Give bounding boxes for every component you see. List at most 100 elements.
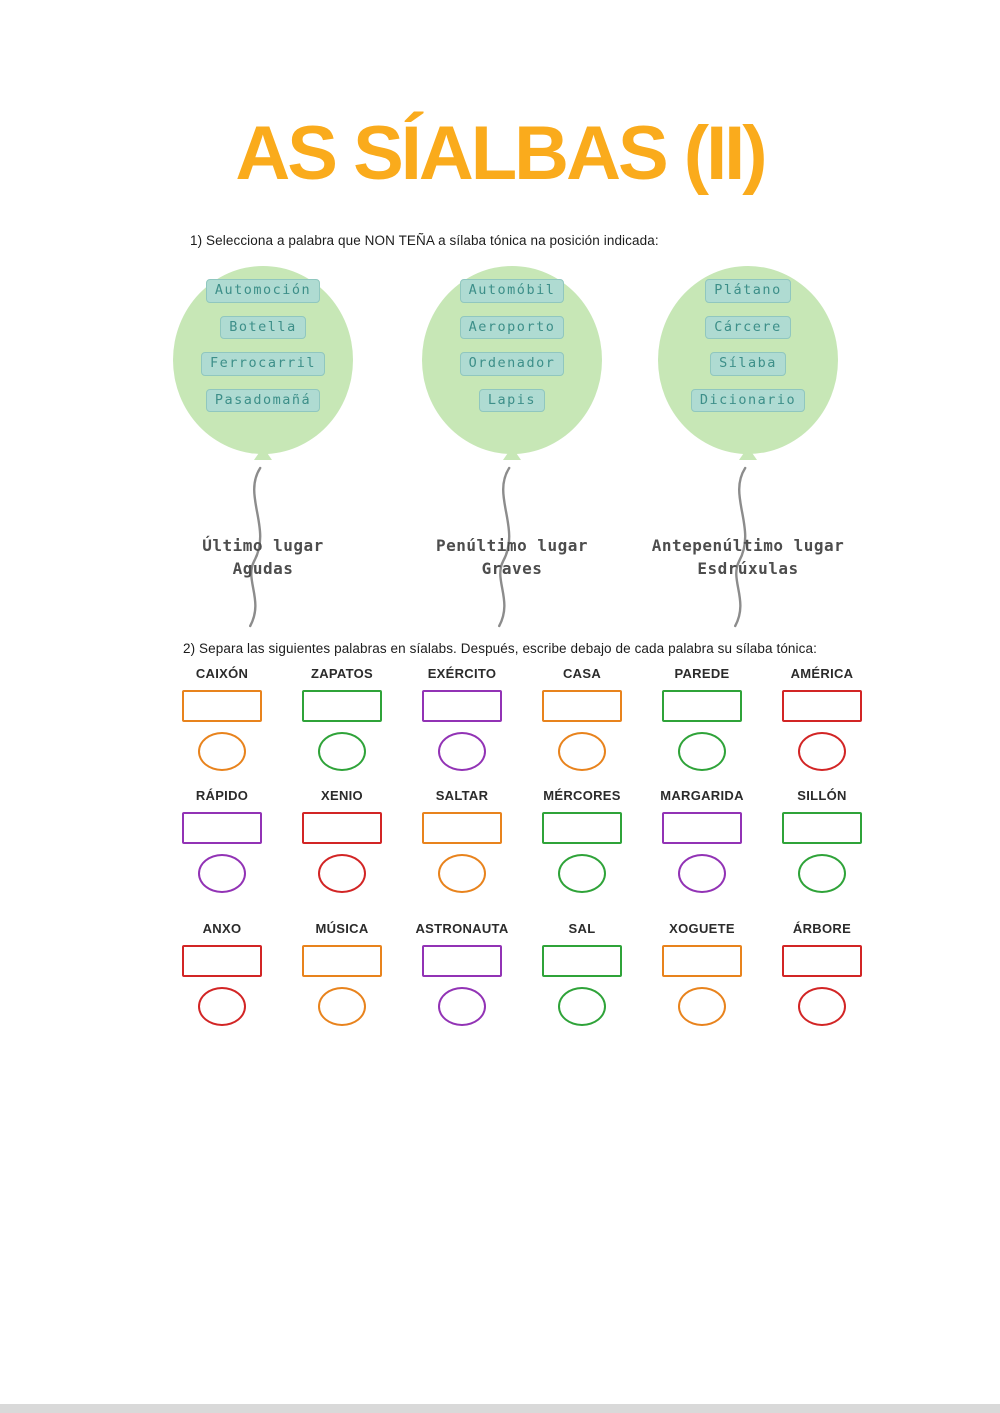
syllable-cell: SALTAR	[402, 788, 522, 893]
tonic-syllable-circle[interactable]	[558, 987, 606, 1026]
word-label: CASA	[562, 666, 602, 681]
caption-type-line: Agudas	[232, 559, 294, 579]
tonic-syllable-circle[interactable]	[798, 854, 846, 893]
balloon: Automóbil Aeroporto Ordenador Lapis	[422, 266, 602, 454]
word-label: MÚSICA	[315, 921, 369, 936]
word-option[interactable]: Automoción	[205, 279, 321, 303]
balloon-group-graves: Automóbil Aeroporto Ordenador Lapis Penú…	[387, 266, 637, 636]
word-label: ASTRONAUTA	[415, 921, 509, 936]
word-label: ZAPATOS	[310, 666, 374, 681]
tonic-syllable-circle[interactable]	[318, 987, 366, 1026]
tonic-syllable-circle[interactable]	[198, 732, 246, 771]
word-label: AMÉRICA	[790, 666, 854, 681]
word-option[interactable]: Botella	[220, 315, 306, 340]
word-label: RÁPIDO	[195, 788, 249, 803]
word-option[interactable]: Sílaba	[710, 352, 786, 376]
word-option[interactable]: Aeroporto	[459, 315, 565, 340]
balloon-group-agudas: Automoción Botella Ferrocarril Pasadomañ…	[138, 266, 388, 636]
syllables-input-box[interactable]	[662, 812, 742, 844]
syllables-input-box[interactable]	[422, 812, 502, 844]
word-grid-row: ANXO MÚSICA ASTRONAUTA SAL XOGUETE ÁRBOR…	[162, 921, 882, 1026]
syllables-input-box[interactable]	[182, 690, 262, 722]
worksheet-title: AS SÍALBAS (II)	[235, 111, 767, 196]
tonic-syllable-circle[interactable]	[558, 854, 606, 893]
syllable-cell: EXÉRCITO	[402, 666, 522, 771]
balloon-caption: Penúltimo lugar Graves	[387, 534, 637, 580]
syllables-input-box[interactable]	[302, 812, 382, 844]
syllable-cell: CASA	[522, 666, 642, 771]
tonic-syllable-circle[interactable]	[438, 987, 486, 1026]
scan-edge-bottom	[0, 1404, 1000, 1413]
syllables-input-box[interactable]	[422, 945, 502, 977]
syllables-input-box[interactable]	[782, 945, 862, 977]
syllable-cell: CAIXÓN	[162, 666, 282, 771]
word-option[interactable]: Ordenador	[459, 352, 565, 376]
word-label: ANXO	[202, 921, 242, 936]
syllables-input-box[interactable]	[782, 812, 862, 844]
word-label: ÁRBORE	[792, 921, 852, 936]
tonic-syllable-circle[interactable]	[798, 732, 846, 771]
syllable-cell: XOGUETE	[642, 921, 762, 1026]
word-option[interactable]: Dicionario	[690, 388, 806, 413]
word-label: CAIXÓN	[195, 666, 249, 681]
word-grid-row: RÁPIDO XENIO SALTAR MÉRCORES MARGARIDA S…	[162, 788, 882, 893]
balloon-caption: Último lugar Agudas	[138, 534, 388, 580]
tonic-syllable-circle[interactable]	[318, 854, 366, 893]
tonic-syllable-circle[interactable]	[318, 732, 366, 771]
syllable-cell: PAREDE	[642, 666, 762, 771]
syllables-input-box[interactable]	[662, 945, 742, 977]
syllables-input-box[interactable]	[182, 945, 262, 977]
word-option[interactable]: Pasadomañá	[205, 388, 321, 413]
word-option[interactable]: Ferrocarril	[201, 352, 325, 376]
syllables-input-box[interactable]	[302, 690, 382, 722]
syllables-input-box[interactable]	[182, 812, 262, 844]
word-option[interactable]: Lapis	[478, 388, 546, 413]
caption-type-line: Graves	[481, 559, 543, 579]
syllable-cell: SILLÓN	[762, 788, 882, 893]
caption-position-line: Último lugar	[202, 536, 324, 555]
word-option[interactable]: Automóbil	[459, 279, 565, 303]
word-label: MARGARIDA	[660, 788, 744, 803]
syllables-input-box[interactable]	[542, 690, 622, 722]
balloon: Automoción Botella Ferrocarril Pasadomañ…	[173, 266, 353, 454]
syllable-cell: XENIO	[282, 788, 402, 893]
word-label: SILLÓN	[797, 788, 847, 803]
word-label: XOGUETE	[669, 921, 735, 936]
word-grid-row: CAIXÓN ZAPATOS EXÉRCITO CASA PAREDE AMÉR…	[162, 666, 882, 771]
tonic-syllable-circle[interactable]	[678, 987, 726, 1026]
word-label: SALTAR	[435, 788, 489, 803]
tonic-syllable-circle[interactable]	[198, 854, 246, 893]
syllables-input-box[interactable]	[422, 690, 502, 722]
tonic-syllable-circle[interactable]	[438, 732, 486, 771]
syllables-input-box[interactable]	[542, 945, 622, 977]
caption-position-line: Penúltimo lugar	[436, 536, 588, 555]
tonic-syllable-circle[interactable]	[558, 732, 606, 771]
syllable-cell: AMÉRICA	[762, 666, 882, 771]
caption-position-line: Antepenúltimo lugar	[651, 536, 845, 555]
word-option[interactable]: Cárcere	[705, 315, 791, 340]
syllables-input-box[interactable]	[662, 690, 742, 722]
exercise1-instruction: 1) Selecciona a palabra que NON TEÑA a s…	[190, 233, 659, 248]
syllables-input-box[interactable]	[302, 945, 382, 977]
tonic-syllable-circle[interactable]	[678, 854, 726, 893]
tonic-syllable-circle[interactable]	[438, 854, 486, 893]
exercise2-instruction: 2) Separa las siguientes palabras en sía…	[183, 641, 817, 656]
balloon-caption: Antepenúltimo lugar Esdrúxulas	[623, 534, 873, 580]
tonic-syllable-circle[interactable]	[198, 987, 246, 1026]
tonic-syllable-circle[interactable]	[798, 987, 846, 1026]
syllable-cell: ÁRBORE	[762, 921, 882, 1026]
word-label: SAL	[568, 921, 596, 936]
tonic-syllable-circle[interactable]	[678, 732, 726, 771]
balloon-string	[248, 466, 262, 628]
syllable-cell: ASTRONAUTA	[402, 921, 522, 1026]
syllables-input-box[interactable]	[542, 812, 622, 844]
word-label: EXÉRCITO	[427, 666, 497, 681]
balloon: Plátano Cárcere Sílaba Dicionario	[658, 266, 838, 454]
word-label: XENIO	[321, 788, 363, 803]
syllable-cell: MÉRCORES	[522, 788, 642, 893]
word-option[interactable]: Plátano	[705, 279, 791, 303]
syllables-input-box[interactable]	[782, 690, 862, 722]
syllable-cell: ANXO	[162, 921, 282, 1026]
balloon-group-esdruxulas: Plátano Cárcere Sílaba Dicionario Antepe…	[623, 266, 873, 636]
